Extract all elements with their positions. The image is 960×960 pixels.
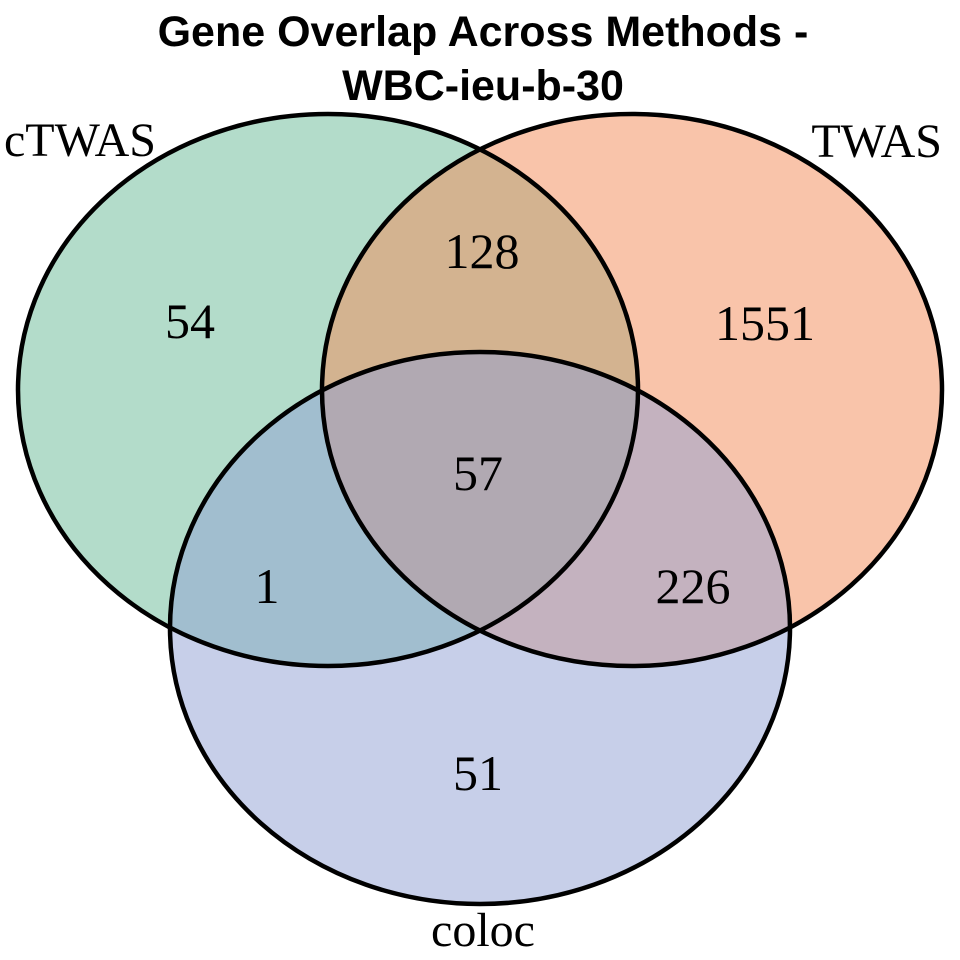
coloc-circle-outline: [167, 349, 793, 907]
set-label-twas: TWAS: [811, 115, 942, 168]
region-count-ctwas-twas: 128: [445, 223, 520, 279]
region-count-twas-coloc: 226: [656, 558, 731, 614]
coloc-circle-fill: [170, 352, 790, 904]
region-count-coloc-only: 51: [453, 745, 503, 801]
venn-outlines: [15, 111, 945, 907]
region-count-ctwas-coloc: 1: [255, 558, 280, 614]
region-count-twas-only: 1551: [715, 295, 815, 351]
set-label-coloc: coloc: [431, 904, 535, 957]
set-label-ctwas: cTWAS: [4, 114, 156, 167]
venn-fills: [18, 114, 942, 904]
chart-title-line2: WBC-ieu-b-30: [342, 62, 624, 110]
chart-title-line1: Gene Overlap Across Methods -: [158, 8, 809, 56]
region-count-all-three: 57: [453, 445, 503, 501]
region-count-ctwas-only: 54: [165, 293, 215, 349]
